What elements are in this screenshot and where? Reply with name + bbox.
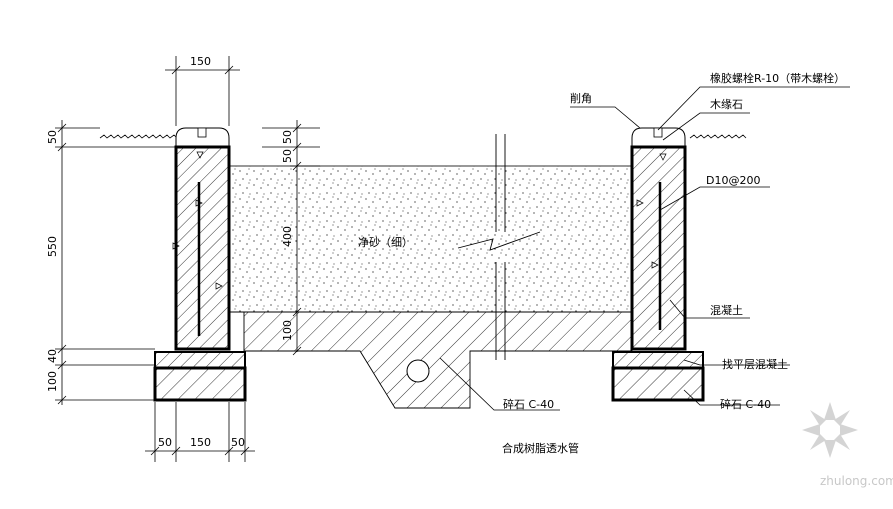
- dim-top-150: [165, 56, 240, 126]
- dim-mid-50-a: 50: [281, 130, 294, 144]
- watermark-text: zhulong.com: [820, 474, 893, 488]
- sand-fill: [228, 165, 633, 313]
- label-rebar: D10@200: [706, 174, 760, 187]
- dim-left-100: 100: [46, 371, 59, 392]
- label-gravel-center: 碎石 C-40: [503, 397, 554, 411]
- dim-mid-vertical: [262, 120, 320, 356]
- label-concrete: 混凝土: [710, 303, 743, 317]
- dim-top-150-label: 150: [190, 55, 211, 68]
- label-pipe: 合成树脂透水管: [502, 441, 579, 455]
- dim-left-50: 50: [46, 130, 59, 144]
- dim-mid-50-b: 50: [281, 149, 294, 163]
- drain-pipe: [406, 359, 430, 383]
- label-clean-sand: 净砂（细）: [358, 235, 413, 249]
- label-gravel-right: 碎石 C-40: [720, 397, 771, 411]
- label-wood-edge: 木缘石: [710, 98, 743, 111]
- dim-bottom-150: 150: [190, 436, 211, 449]
- label-rubber-bolt: 橡胶螺栓R-10（带木螺栓）: [710, 71, 845, 85]
- watermark-logo-icon: [802, 402, 858, 458]
- label-chamfer: 削角: [570, 91, 592, 105]
- dim-mid-100: 100: [281, 320, 294, 341]
- dim-bottom-50-left: 50: [158, 436, 172, 449]
- leader-lines: [439, 86, 850, 411]
- dim-bottom-50-right: 50: [231, 436, 245, 449]
- label-leveling-concrete: 找平层混凝土: [722, 357, 788, 371]
- dim-mid-400: 400: [281, 226, 294, 247]
- dim-left-550: 550: [46, 236, 59, 257]
- dim-left-vertical: [55, 120, 176, 405]
- dim-left-40: 40: [46, 349, 59, 363]
- ground-right: [689, 134, 747, 139]
- right-curb: [611, 127, 705, 402]
- left-curb: [153, 127, 247, 402]
- dim-bottom: [145, 402, 255, 462]
- ground-left: [99, 134, 185, 139]
- break-line: [457, 134, 541, 360]
